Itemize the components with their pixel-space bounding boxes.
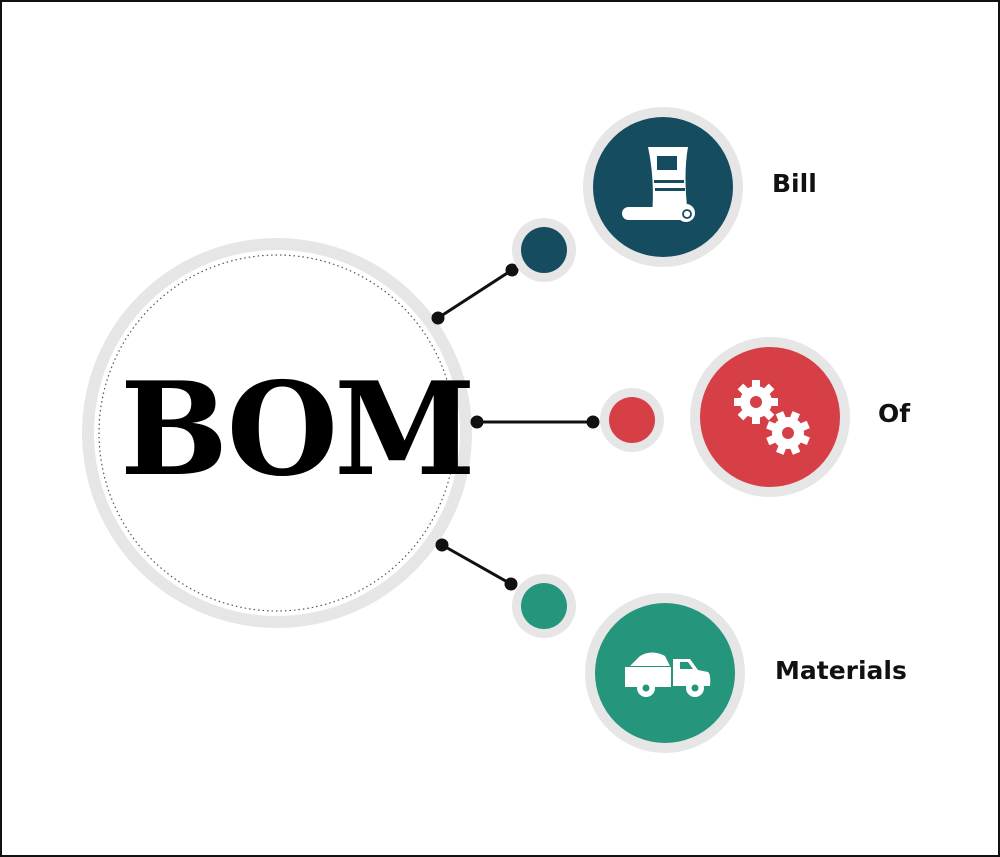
connector-materials bbox=[435, 538, 518, 591]
central-circle bbox=[82, 238, 472, 628]
label-materials: Materials bbox=[775, 656, 907, 685]
dot-of bbox=[600, 388, 664, 452]
materials-circle bbox=[585, 593, 745, 753]
center-title: BOM bbox=[120, 355, 476, 505]
bill-circle bbox=[583, 107, 743, 267]
connector-of bbox=[470, 415, 600, 429]
document-scroll-icon bbox=[622, 147, 695, 222]
label-of: Of bbox=[878, 399, 911, 428]
dot-materials bbox=[512, 574, 576, 638]
gears-icon bbox=[734, 380, 810, 455]
connector-bill bbox=[431, 263, 519, 325]
of-circle bbox=[690, 337, 850, 497]
label-bill: Bill bbox=[772, 169, 817, 198]
truck-icon bbox=[625, 652, 711, 697]
dot-bill bbox=[512, 218, 576, 282]
